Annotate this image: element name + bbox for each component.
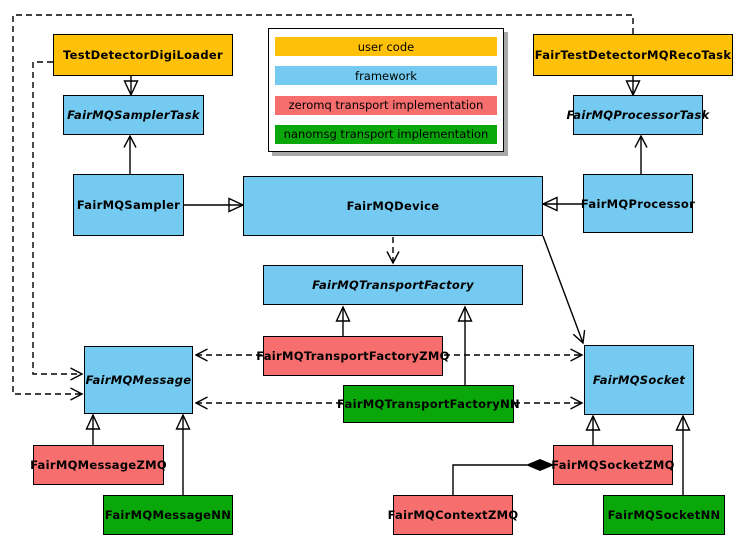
node-label: FairMQMessage: [85, 373, 192, 387]
edge-device-uses-socket: [542, 235, 586, 345]
node-label: FairMQTransportFactoryNN: [337, 397, 520, 411]
composition-diamond: [525, 458, 555, 472]
legend: user code framework zeromq transport imp…: [268, 28, 504, 152]
node-label: FairMQDevice: [346, 199, 440, 213]
node-fairmqcontextzmq: FairMQContextZMQ: [388, 495, 518, 535]
edge-digiloader-dep-message: [32, 61, 84, 381]
node-label: FairTestDetectorMQRecoTask: [534, 48, 732, 62]
node-label: FairMQSampler: [76, 198, 181, 212]
node-fairmqsampler: FairMQSampler: [73, 174, 184, 236]
node-label: FairMQProcessor: [580, 196, 696, 211]
legend-item-user-code: user code: [275, 37, 497, 56]
node-fairmqprocessor: FairMQProcessor: [580, 174, 696, 233]
node-label: FairMQSamplerTask: [67, 108, 200, 122]
node-fairmqtransportfactorynn: FairMQTransportFactoryNN: [337, 385, 520, 423]
node-label: FairMQSocketZMQ: [551, 458, 675, 472]
edge-recotask-dep-message: [12, 14, 634, 401]
node-label: FairMQMessageNN: [104, 508, 232, 522]
node-fairmqdevice: FairMQDevice: [243, 176, 543, 236]
node-label: FairMQSocketNN: [607, 508, 721, 522]
node-label: FairMQTransportFactoryZMQ: [256, 349, 450, 363]
node-fairmqmessagezmq: FairMQMessageZMQ: [30, 445, 167, 485]
node-fairmqmessage: FairMQMessage: [84, 346, 193, 414]
legend-item-framework: framework: [275, 66, 497, 86]
legend-item-zeromq: zeromq transport implementation: [275, 95, 497, 115]
node-fairmqtransportfactoryzmq: FairMQTransportFactoryZMQ: [256, 336, 449, 376]
node-fairmqmessagenn: FairMQMessageNN: [103, 495, 233, 535]
node-fairtestdetectormqrecotask: FairTestDetectorMQRecoTask: [533, 34, 733, 76]
node-fairmqsocketnn: FairMQSocketNN: [603, 495, 725, 535]
node-label: TestDetectorDigiLoader: [63, 48, 223, 62]
node-label: FairMQTransportFactory: [312, 278, 474, 292]
node-fairmqsocket: FairMQSocket: [584, 345, 694, 415]
node-label: FairMQSocket: [592, 373, 686, 387]
legend-item-nanomsg: nanomsg transport implementation: [275, 124, 497, 144]
node-fairmqtransportfactory: FairMQTransportFactory: [263, 265, 523, 305]
edge-contextzmq-composition-socketzmq: [452, 464, 527, 495]
node-fairmqsocketzmq: FairMQSocketZMQ: [551, 445, 675, 485]
node-label: FairMQProcessorTask: [566, 108, 710, 122]
node-label: FairMQContextZMQ: [387, 508, 519, 522]
node-fairmqsamplertask: FairMQSamplerTask: [63, 95, 204, 135]
node-label: FairMQMessageZMQ: [30, 458, 167, 472]
node-fairmqprocessortask: FairMQProcessorTask: [566, 95, 709, 135]
node-testdetectordigiloader: TestDetectorDigiLoader: [53, 34, 233, 76]
